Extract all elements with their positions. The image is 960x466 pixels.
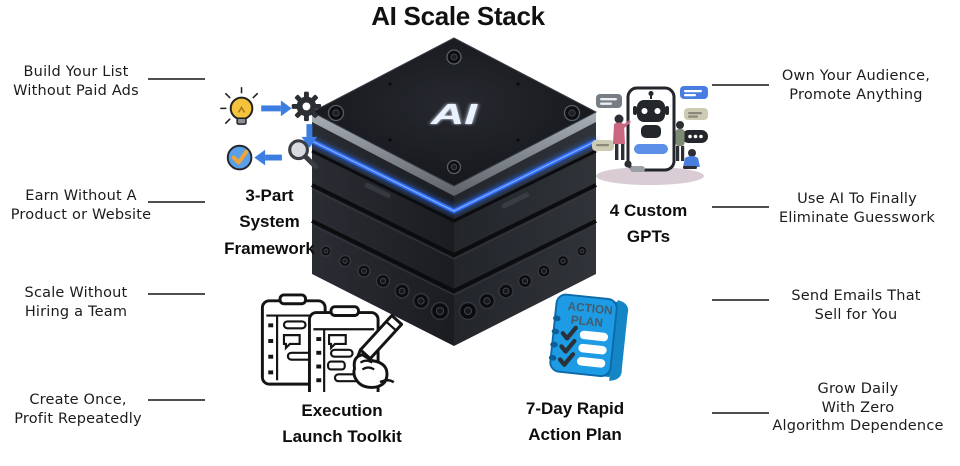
feature-7-day-rapid-action-plan: 7-Day Rapid Action Plan: [525, 399, 625, 445]
benefit-own-audience: Own Your Audience, Promote Anything: [781, 68, 931, 103]
page-title: AI Scale Stack: [371, 1, 545, 31]
cube-engraving: [364, 182, 391, 199]
connector-line: [712, 206, 769, 208]
cube-ai-label: AI: [430, 99, 479, 131]
cube-layer-highlight: [311, 188, 597, 260]
gear-icon: [291, 91, 322, 122]
connector-line: [148, 78, 205, 80]
people-figures: [613, 114, 700, 172]
checkmark-badge-icon: [226, 144, 253, 171]
arrow-down-icon: [301, 124, 318, 148]
connector-line: [148, 201, 205, 203]
clipboard-back-ticks: [268, 323, 274, 375]
feature-3-part-system-framework: 3-Part System Framework: [224, 186, 315, 258]
benefit-earn-without-product: Earn Without A Product or Website: [10, 188, 152, 223]
connector-line: [712, 84, 769, 86]
benefit-build-your-list: Build Your List Without Paid Ads: [13, 64, 139, 99]
cube-layer-line: [311, 149, 597, 223]
robot-icon: [633, 91, 669, 138]
connector-line: [148, 399, 205, 401]
chat-bubble-blue: [634, 144, 668, 154]
cube-glow-core: [311, 140, 597, 212]
cube-layer-line: [311, 183, 597, 258]
action-plan-notebook-icon: ACTION PLAN: [548, 293, 629, 381]
clipboard-front-ticks: [316, 337, 322, 383]
cube-layer-highlight: [311, 224, 597, 296]
arrow-left-icon: [254, 149, 282, 166]
speech-bubbles: [592, 86, 708, 151]
process-flow-icon: [220, 86, 322, 171]
lightbulb-icon: [220, 86, 259, 125]
benefit-create-once: Create Once, Profit Repeatedly: [14, 392, 142, 427]
magnifier-icon: [288, 139, 318, 169]
benefit-scale-without-team: Scale Without Hiring a Team: [24, 285, 128, 320]
feature-execution-launch-toolkit: Execution Launch Toolkit: [282, 401, 402, 447]
cube-layer-line: [311, 219, 597, 294]
notebook-list-bars: [577, 330, 609, 368]
cube-corner-cameras: [327, 49, 581, 175]
notebook-title-line1: ACTION: [567, 299, 613, 318]
connector-line: [148, 293, 205, 295]
benefit-eliminate-guesswork: Use AI To Finally Eliminate Guesswork: [778, 191, 935, 226]
svg-text:AI: AI: [430, 99, 479, 131]
checklist-hand-icon: [260, 293, 404, 392]
ground-ellipse: [596, 167, 704, 185]
chatbot-people-icon: [592, 86, 708, 185]
arrow-right-icon: [261, 100, 292, 117]
benefit-zero-algorithm: Grow Daily With Zero Algorithm Dependenc…: [772, 381, 944, 435]
benefit-emails-that-sell: Send Emails That Sell for You: [791, 288, 921, 323]
cube-top-face: [310, 37, 598, 187]
cube-engraving: [501, 192, 530, 209]
feature-4-custom-gpts: 4 Custom GPTs: [609, 201, 688, 247]
cube-port-lenses: [323, 248, 585, 315]
notebook-checkmarks: [557, 325, 578, 367]
notebook-title-line2: PLAN: [570, 313, 603, 330]
notebook-spine: [609, 299, 629, 381]
ai-cube-illustration: AI: [310, 37, 598, 346]
connector-line: [712, 299, 769, 301]
notebook-page-curls: [548, 315, 561, 361]
hand-icon: [352, 353, 395, 389]
connector-line: [712, 412, 769, 414]
